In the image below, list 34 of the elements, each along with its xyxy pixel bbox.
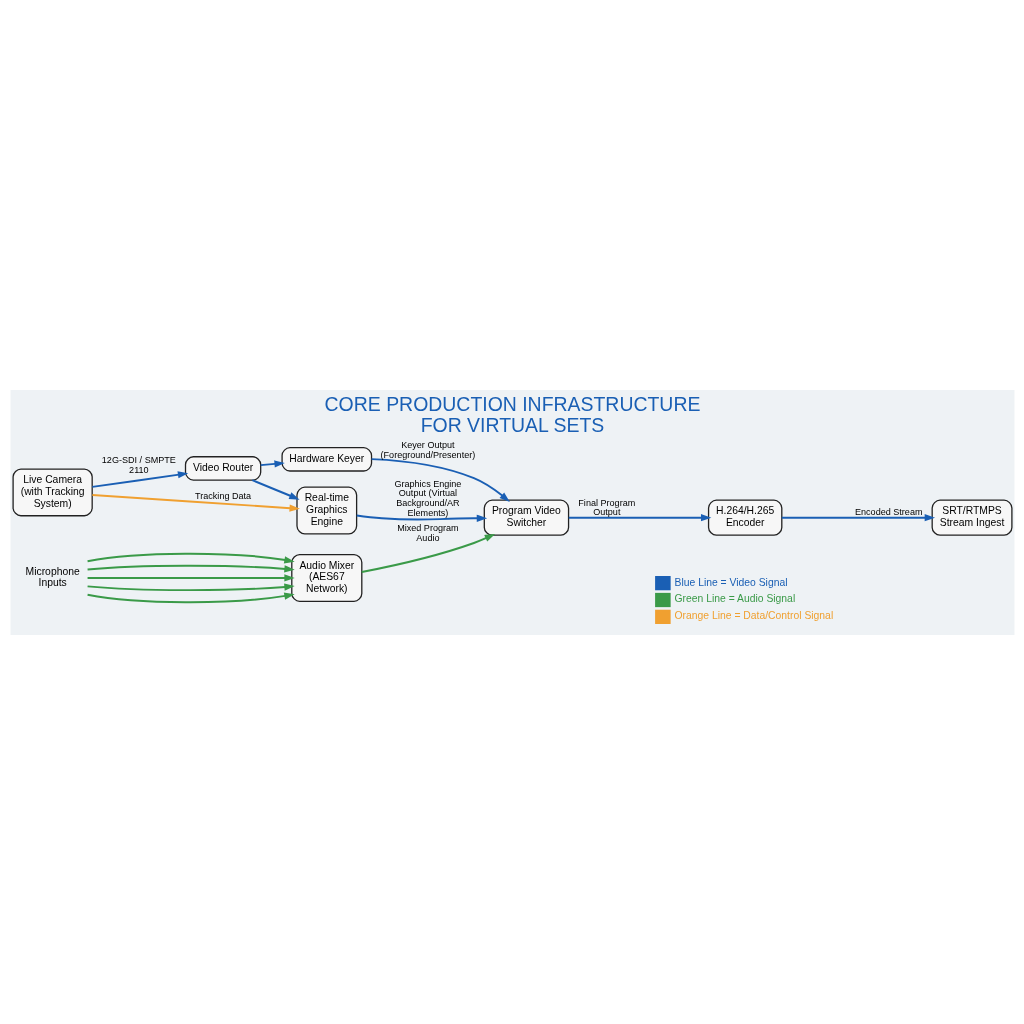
arrow — [86, 564, 295, 573]
node-box: SRT/RTMPS Stream Ingest — [931, 499, 1013, 536]
edge-label: Encoded Stream — [854, 506, 923, 517]
legend-label: Orange Line = Data/Control Signal — [674, 609, 833, 621]
arrow — [567, 513, 711, 521]
node-box: Video Router — [184, 455, 261, 481]
node-box: Live Camera (with Tracking System) — [11, 467, 93, 516]
arrow — [370, 457, 510, 502]
arrow — [86, 591, 295, 603]
arrow — [90, 493, 300, 512]
edge-label: Mixed Program Audio — [396, 522, 459, 542]
arrow — [259, 459, 285, 468]
arrow — [86, 573, 295, 582]
arrow — [90, 470, 188, 488]
arrow — [780, 513, 935, 521]
node-box: Real-time Graphics Engine — [295, 486, 357, 535]
node-box: Hardware Keyer — [280, 446, 372, 472]
arrow — [250, 478, 300, 500]
legend-label: Green Line = Audio Signal — [674, 592, 795, 604]
edge-label: Tracking Data — [194, 490, 251, 501]
arrow — [86, 582, 295, 591]
arrow — [360, 533, 495, 573]
edge-label: 12G-SDI / SMPTE 2110 — [101, 454, 176, 475]
edge-label: Graphics Engine Output (Virtual Background/AR Elements) — [393, 478, 461, 518]
arrow — [355, 514, 487, 522]
arrow — [86, 552, 295, 563]
node-box: H.264/H.265 Encoder — [707, 499, 782, 536]
legend-label: Blue Line = Video Signal — [674, 576, 788, 588]
node-box: Audio Mixer (AES67 Network) — [290, 553, 362, 602]
diagram-title: CORE PRODUCTION INFRASTRUCTURE FOR VIRTUAL SETS — [324, 392, 700, 436]
edge-label: Final Program Output — [577, 497, 635, 517]
node-text: Microphone Inputs — [25, 565, 80, 588]
node-box: Program Video Switcher — [483, 499, 569, 536]
edge-label: Keyer Output (Foreground/Presenter) — [380, 439, 475, 460]
